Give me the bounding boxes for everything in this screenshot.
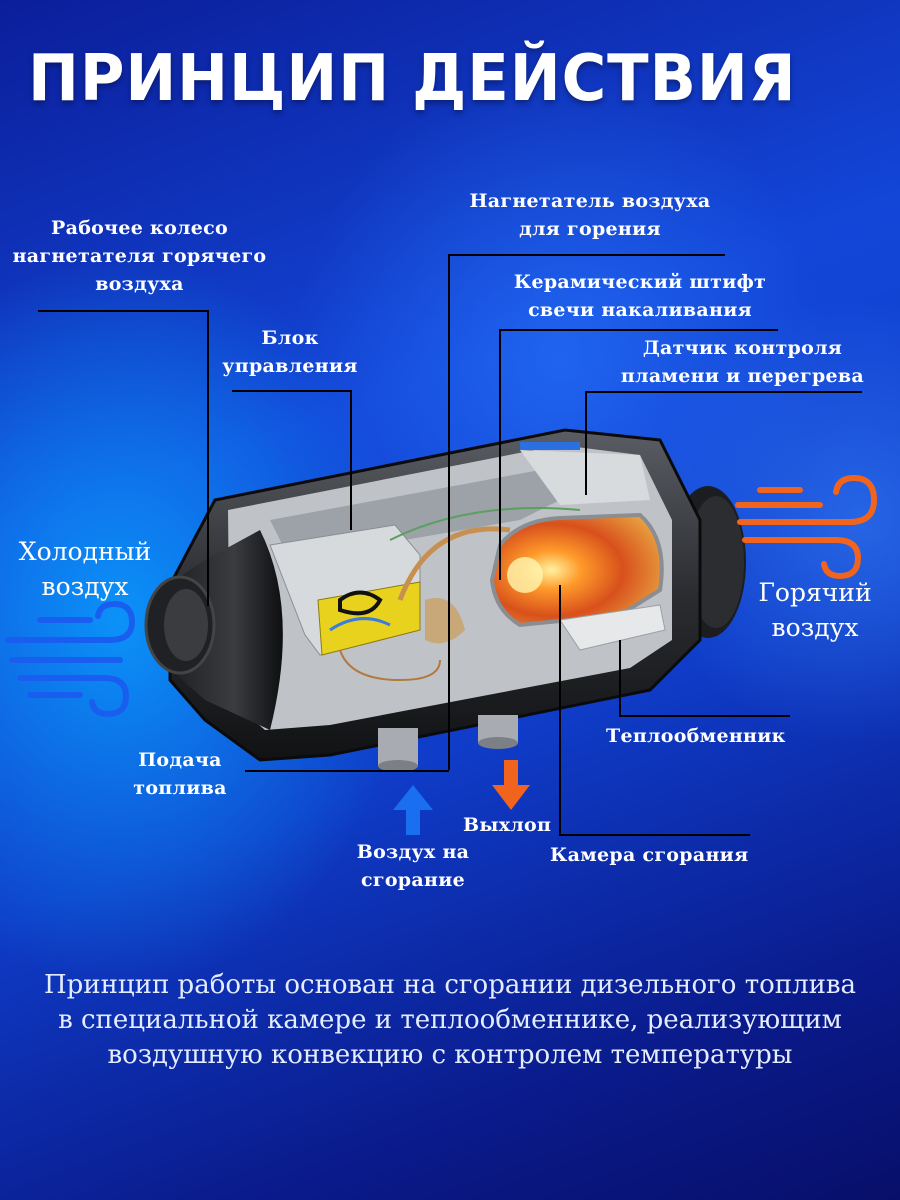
leader-line-combustion-blower: [448, 254, 725, 770]
label-flame-sensor-line2: пламени и перегрева: [620, 365, 865, 387]
label-combustion-air-line2: сгорание: [361, 869, 465, 891]
leader-line-impeller: [38, 310, 209, 606]
label-hot-air-line2: воздух: [771, 613, 859, 642]
bottom-pipes: [378, 715, 518, 772]
label-fuel-supply-line1: Подача: [138, 749, 222, 771]
label-cold-air-line2: воздух: [41, 572, 129, 601]
label-control-unit: Блок управления: [215, 324, 365, 380]
label-impeller-line2: нагнетателя горячего: [12, 245, 267, 267]
label-heat-exchanger: Теплообменник: [606, 725, 786, 747]
leader-line-glow-pin: [499, 329, 778, 580]
label-impeller-line3: воздуха: [95, 273, 184, 295]
label-combustion-blower: Нагнетатель воздуха для горения: [465, 187, 715, 243]
hot-wind-icon: [735, 474, 878, 580]
label-combustion-air: Воздух на сгорание: [348, 838, 478, 894]
leader-line-heat-exchanger: [619, 640, 790, 717]
label-impeller: Рабочее колесо нагнетателя горячего возд…: [12, 214, 267, 298]
label-fuel-supply: Подача топлива: [120, 746, 240, 802]
exhaust-down-arrow: [492, 760, 530, 810]
label-hot-air: Горячий воздух: [740, 575, 890, 645]
description-line2: в специальной камере и теплообменнике, р…: [58, 1005, 842, 1035]
label-cold-air-line1: Холодный: [18, 537, 152, 566]
label-flame-sensor: Датчик контроля пламени и перегрева: [615, 334, 870, 390]
label-glow-pin-line1: Керамический штифт: [513, 271, 767, 293]
label-combustion-chamber: Камера сгорания: [550, 844, 749, 866]
label-combustion-blower-line1: Нагнетатель воздуха: [469, 190, 711, 212]
description-line3: воздушную конвекцию с контролем температ…: [107, 1040, 793, 1070]
combustion-air-up-arrow: [393, 785, 433, 835]
label-fuel-supply-line2: топлива: [133, 777, 227, 799]
label-exhaust: Выхлоп: [463, 814, 552, 836]
label-glow-pin-line2: свечи накаливания: [528, 299, 752, 321]
page-title: ПРИНЦИП ДЕЙСТВИЯ: [28, 42, 797, 116]
label-combustion-blower-line2: для горения: [519, 218, 661, 240]
leader-line-combustion-chamber: [559, 585, 750, 836]
leader-line-flame-sensor: [585, 391, 862, 495]
leader-line-control-unit: [232, 390, 352, 530]
cold-wind-icon: [5, 600, 136, 718]
label-combustion-air-line1: Воздух на: [356, 841, 470, 863]
label-flame-sensor-line1: Датчик контроля: [642, 337, 843, 359]
description-line1: Принцип работы основан на сгорании дизел…: [43, 970, 857, 1000]
label-control-unit-line2: управления: [222, 355, 358, 377]
label-hot-air-line1: Горячий: [758, 578, 872, 607]
label-control-unit-line1: Блок: [261, 327, 319, 349]
label-glow-pin: Керамический штифт свечи накаливания: [505, 268, 775, 324]
description: Принцип работы основан на сгорании дизел…: [0, 968, 900, 1073]
label-cold-air: Холодный воздух: [0, 534, 170, 604]
label-impeller-line1: Рабочее колесо: [51, 217, 228, 239]
combustion-chamber-graphic: [489, 512, 664, 628]
